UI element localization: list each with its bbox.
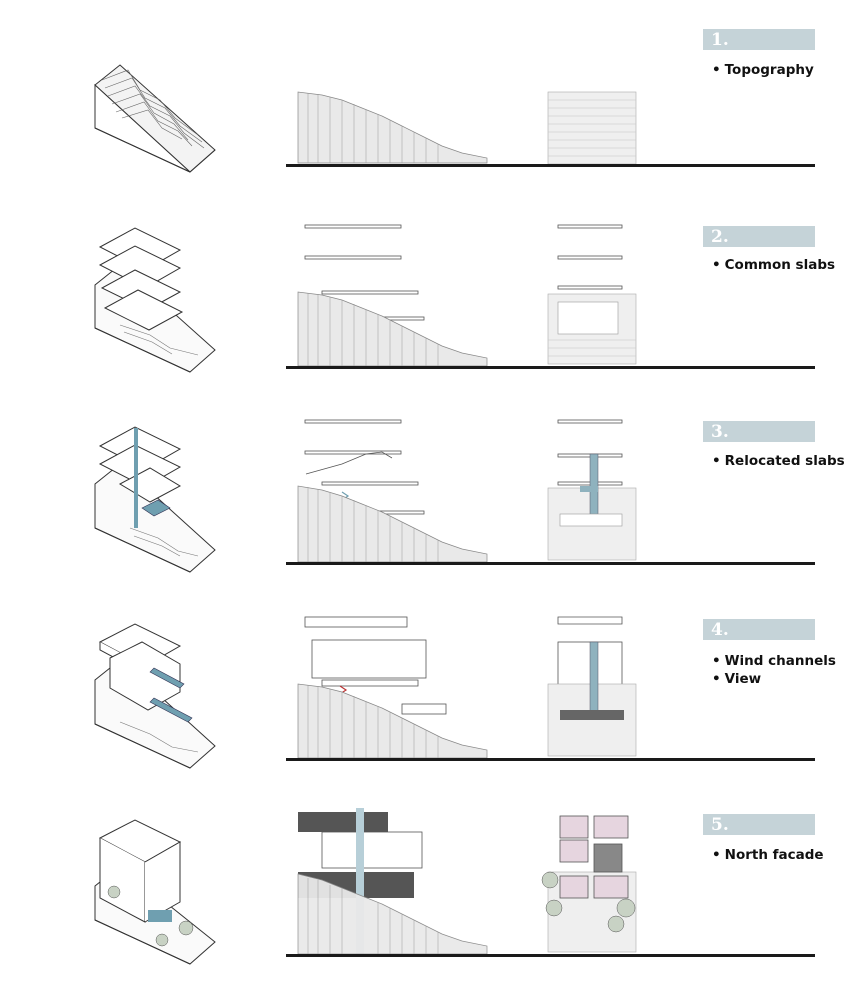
facade-panel [559,875,589,899]
section-diagram-relocated-slabs [297,419,488,563]
step-bullets: •Wind channels •View [712,652,836,688]
step-number: 1. [711,30,729,50]
step-row-4: 4. •Wind channels •View [0,592,856,788]
iso-diagram-topography [94,64,216,173]
ground-line [286,954,815,957]
bullet-item: •Common slabs [712,257,836,273]
front-diagram-topography [547,91,637,165]
step-bullets: •Common slabs [712,256,835,274]
bullet-item: •Topography [712,62,814,78]
step-number-badge: 5. [703,814,815,835]
step-number-badge: 4. [703,619,815,640]
terrain-section [297,485,488,563]
ground-line [286,366,815,369]
terrain-elevation [547,91,637,165]
step-number-badge: 3. [703,421,815,442]
facade-panel [593,875,629,899]
slab [304,224,402,229]
step-number-badge: 1. [703,29,815,50]
ground-line [286,758,815,761]
step-row-2: 2. •Common slabs [0,200,856,396]
step-row-3: 3. •Relocated slabs [0,396,856,592]
terrain-section [297,683,488,759]
bullet-text: North facade [724,847,824,863]
step-number: 2. [711,227,729,247]
step-row-1: 1. •Topography [0,0,856,196]
ground-line [286,164,815,167]
iso-diagram-common-slabs [94,227,216,373]
step-number-badge: 2. [703,226,815,247]
front-diagram-north-facade [541,815,637,953]
facade-panel [559,839,589,863]
iso-diagram-north-facade [94,819,216,965]
step-bullets: •Relocated slabs [712,452,845,470]
bullet-item: •View [712,671,762,687]
bullet-text: View [724,671,762,687]
facade-panel [593,815,629,839]
front-diagram-relocated-slabs [547,419,637,561]
section-diagram-north-facade [297,808,488,955]
facade-panel [559,815,589,839]
vertical-channel [356,808,364,954]
slab [321,290,419,295]
section-diagram-wind-channels [297,616,488,759]
bullet-text: Topography [724,62,814,78]
section-diagram-common-slabs [297,224,488,367]
step-bullets: •Topography [712,61,814,79]
section-diagram-topography [297,91,488,164]
terrain-section [297,91,488,164]
bullet-text: Common slabs [724,257,836,273]
bullet-text: Wind channels [724,653,836,669]
ground-line [286,562,815,565]
iso-diagram-wind-channels [94,623,216,769]
vertical-channel [589,453,599,517]
step-number: 3. [711,422,729,442]
bullet-item: •Wind channels [712,653,836,669]
bullet-item: •Relocated slabs [712,453,845,469]
step-row-5: 5. •North facade [0,788,856,984]
dark-slab [560,710,624,720]
bullet-text: Relocated slabs [724,453,845,469]
slab [304,255,402,260]
front-diagram-common-slabs [547,224,637,365]
front-diagram-wind-channels [547,616,637,757]
vertical-channel [134,428,138,528]
terrain-section [297,291,488,367]
step-bullets: •North facade [712,846,824,864]
iso-diagram-relocated-slabs [94,426,216,573]
step-number: 4. [711,620,729,640]
step-number: 5. [711,815,729,835]
bullet-item: •North facade [712,847,824,863]
dark-slab [298,812,388,832]
